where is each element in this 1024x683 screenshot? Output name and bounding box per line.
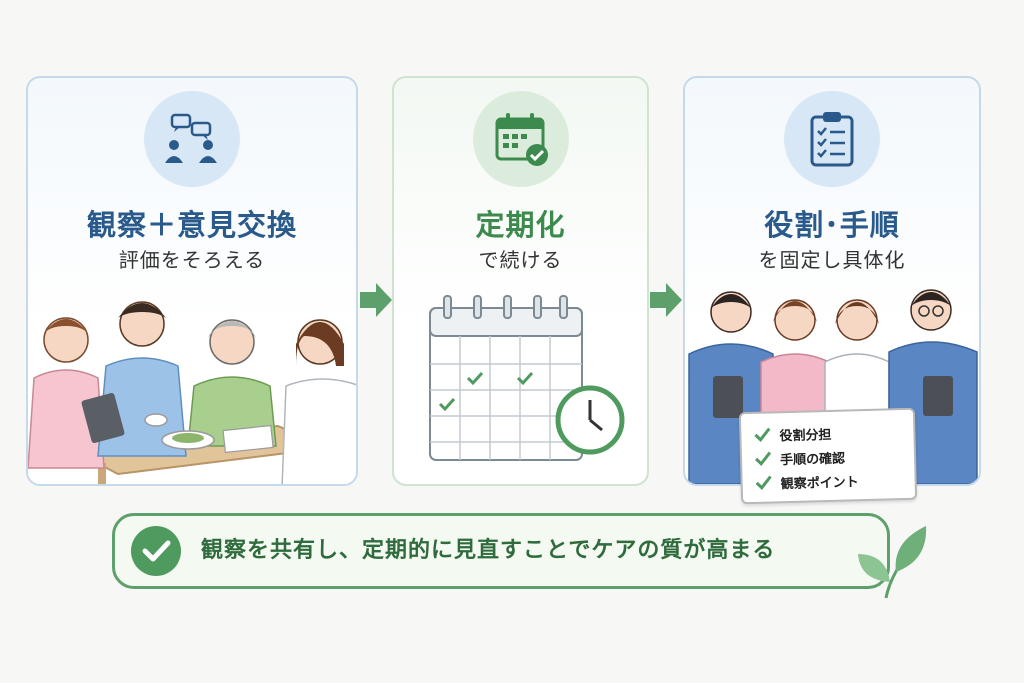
clipboard-checklist-icon bbox=[810, 112, 854, 167]
panel-observation: 観察＋意見交換 評価をそろえる bbox=[26, 76, 358, 486]
checklist-item-label: 手順の確認 bbox=[779, 451, 846, 468]
summary-text: 観察を共有し、定期的に見直すことでケアの質が高まる bbox=[201, 538, 776, 563]
panel-subtitle: を固定し具体化 bbox=[758, 248, 906, 272]
icon-circle bbox=[144, 91, 240, 187]
icon-circle bbox=[784, 91, 880, 187]
checklist-item: 手順の確認 bbox=[754, 443, 903, 471]
check-icon bbox=[755, 451, 772, 466]
check-icon bbox=[755, 475, 772, 490]
panel-regularize: 定期化 で続ける bbox=[392, 76, 649, 486]
calendar-check-icon bbox=[495, 113, 548, 166]
panel-subtitle: で続ける bbox=[478, 248, 563, 272]
panel-title: 役割･手順 bbox=[764, 208, 900, 242]
leaf-icon bbox=[858, 526, 927, 599]
arrow-right-icon bbox=[650, 283, 682, 317]
checklist-item: 役割分担 bbox=[753, 419, 902, 447]
check-circle-icon bbox=[131, 526, 181, 576]
checklist-item-label: 役割分担 bbox=[779, 427, 832, 444]
icon-circle bbox=[472, 91, 569, 187]
checklist-item-label: 観察ポイント bbox=[780, 474, 859, 492]
panel-title: 観察＋意見交換 bbox=[86, 208, 297, 242]
people-discussion-icon bbox=[165, 113, 217, 163]
checklist-card: 役割分担 手順の確認 観察ポイント bbox=[738, 407, 918, 505]
calendar-clock-illustration bbox=[429, 295, 625, 461]
checklist-item: 観察ポイント bbox=[754, 467, 903, 495]
panel-subtitle: 評価をそろえる bbox=[118, 248, 266, 272]
care-meeting-illustration bbox=[28, 301, 356, 484]
panel-title: 定期化 bbox=[475, 208, 566, 242]
check-icon bbox=[754, 427, 771, 442]
arrow-right-icon bbox=[360, 283, 392, 317]
summary-banner: 観察を共有し、定期的に見直すことでケアの質が高まる bbox=[112, 513, 890, 589]
